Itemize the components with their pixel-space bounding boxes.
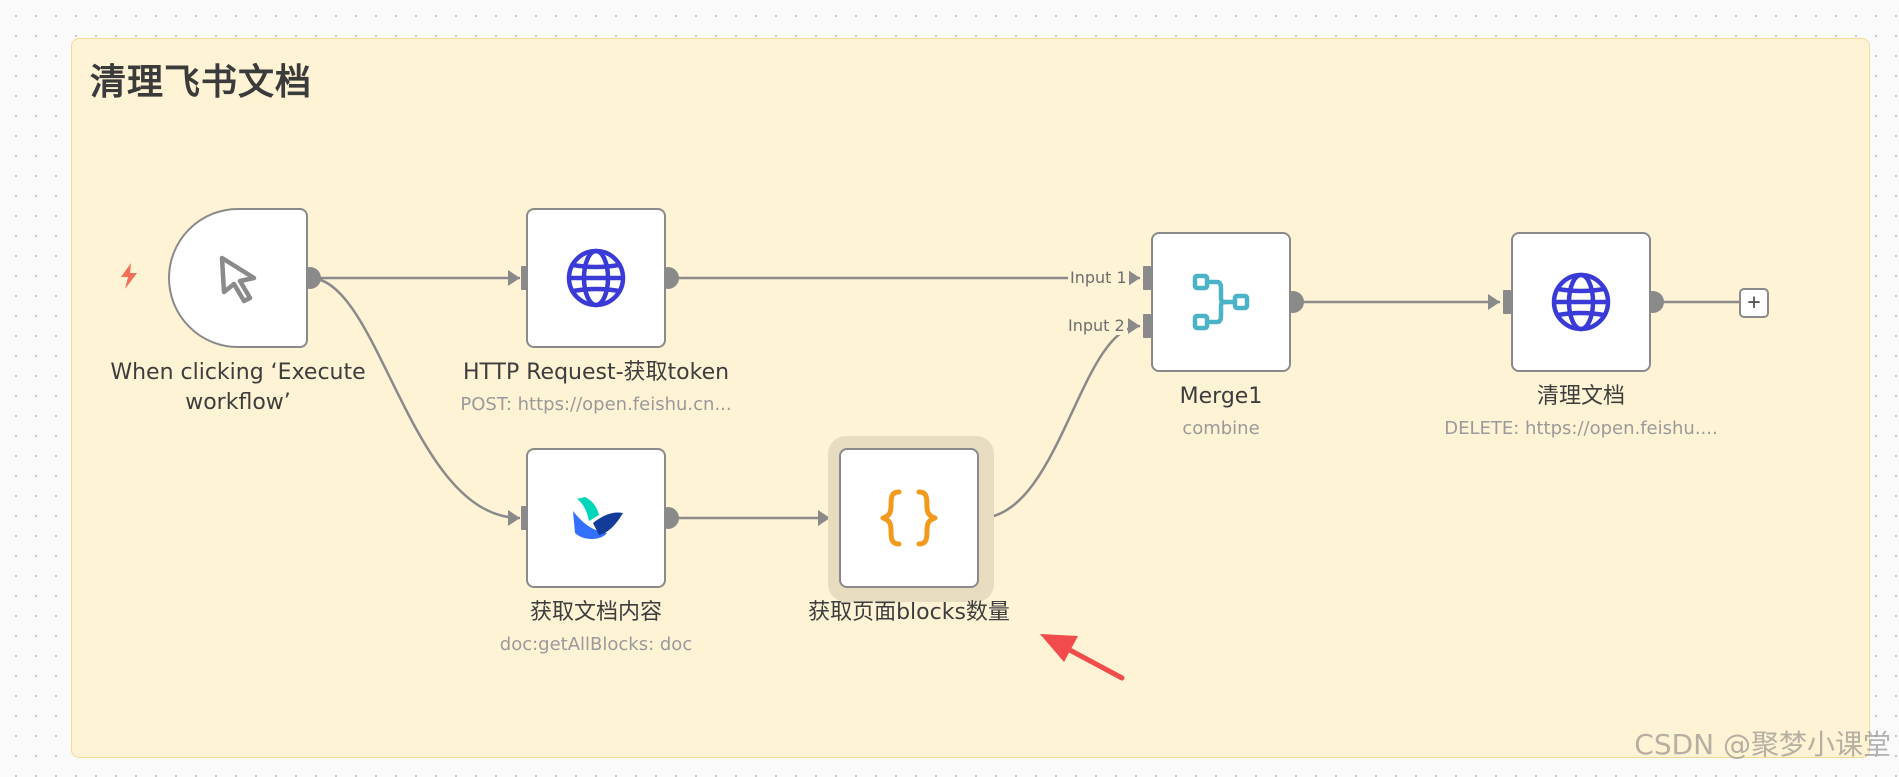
merge-node[interactable] (1151, 232, 1291, 372)
annotation-arrow-icon (1040, 634, 1125, 681)
input-handle-merge-1 (1143, 266, 1151, 290)
add-node-button[interactable]: + (1739, 288, 1769, 318)
http-request-token-node[interactable] (526, 208, 666, 348)
input-handle-clean (1503, 290, 1511, 314)
edge-arrow-getdoc (508, 510, 520, 526)
http-request-token-label: HTTP Request-获取token (462, 360, 730, 385)
merge-node-label: Merge1 (1179, 384, 1263, 409)
clean-doc-label: 清理文档 (1536, 384, 1625, 409)
trigger-bolt-icon (121, 263, 137, 289)
trigger-node-label: When clicking ‘Execute workflow’ (110, 360, 366, 415)
merge-input-1-label: Input 1 (1068, 268, 1129, 287)
input-handle-merge-2 (1143, 314, 1151, 338)
get-doc-content-node[interactable] (526, 448, 666, 588)
edge-trigger-to-getdoc (309, 276, 521, 520)
feishu-logo-icon (573, 497, 623, 539)
sticky-note-title: 清理飞书文档 (90, 62, 313, 103)
clean-doc-subtitle: DELETE: https://open.feishu.... (1444, 418, 1718, 439)
trigger-node[interactable] (168, 208, 308, 348)
edge-arrow-merge-2 (1128, 318, 1140, 334)
edge-arrow-clean (1488, 294, 1500, 310)
edge-arrow-code (818, 510, 830, 526)
http-request-token-subtitle: POST: https://open.feishu.cn... (460, 394, 732, 415)
edge-code-to-merge (979, 324, 1141, 520)
merge-node-subtitle: combine (1182, 418, 1260, 439)
merge-icon (1192, 273, 1250, 331)
sticky-note[interactable]: 清理飞书文档 (71, 38, 1870, 758)
merge-input-2-label: Input 2 (1066, 316, 1127, 335)
edge-arrow-http (508, 270, 520, 286)
globe-icon (1551, 272, 1611, 332)
get-doc-content-subtitle: doc:getAllBlocks: doc (499, 634, 693, 655)
curly-braces-icon (880, 489, 938, 547)
watermark: CSDN @聚梦小课堂 (1634, 728, 1891, 761)
clean-doc-node[interactable] (1511, 232, 1651, 372)
get-doc-content-label: 获取文档内容 (529, 600, 662, 625)
edge-arrow-merge-1 (1128, 270, 1140, 286)
globe-icon (566, 248, 626, 308)
cursor-pointer-icon (219, 255, 257, 304)
get-blocks-count-node[interactable] (839, 448, 979, 588)
get-blocks-count-label: 获取页面blocks数量 (808, 600, 1010, 625)
